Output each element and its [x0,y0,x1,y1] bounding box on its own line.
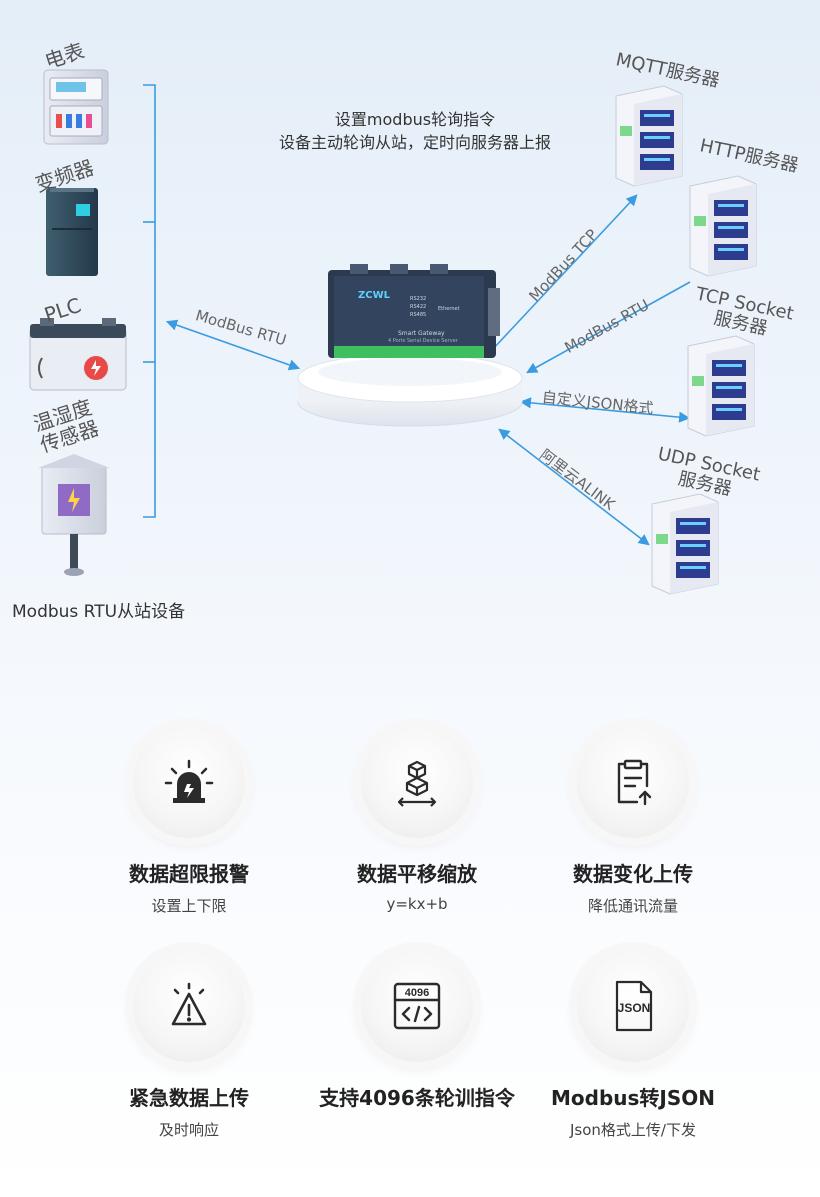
arrow-http [526,281,691,374]
polling-line-1: 设置modbus轮询指令 [334,110,496,129]
gateway-port-2: RS422 [410,304,427,310]
polling-line-2: 设备主动轮询从站，定时向服务器上报 [278,133,551,152]
gateway-port-3: RS485 [410,312,427,318]
code-4096-text: 4096 [405,987,429,999]
plc-icon [29,318,127,391]
gateway-port-1: RS232 [410,296,427,302]
feature-subtitle: y=kx+b [386,895,448,913]
gateway-port-out: Ethernet [438,306,460,312]
siren-alarm-icon [133,726,245,838]
feature-title: 数据超限报警 [129,862,249,886]
gateway-brand: ZCWL [358,290,390,301]
clipboard-upload-icon [577,726,689,838]
feature-subtitle: 及时响应 [158,1121,219,1139]
inverter-icon [46,188,98,276]
left-caption: Modbus RTU从站设备 [12,602,186,622]
feature-subtitle: Json格式上传/下发 [570,1121,696,1139]
json-icon-text: JSON [618,1001,651,1015]
feature-change-upload: 数据变化上传 降低通讯流量 [518,726,748,916]
feature-title: 数据变化上传 [573,862,693,886]
scale-box-icon [361,726,473,838]
arrow-mqtt [491,194,638,351]
meter-icon [43,69,109,145]
tcp-server-icon [687,335,755,437]
device-bracket [143,84,156,518]
feature-title: 支持4096条轮训指令 [319,1086,515,1110]
warning-triangle-icon [133,950,245,1062]
mqtt-server-icon [615,85,683,187]
feature-urgent-upload: 紧急数据上传 及时响应 [74,950,304,1140]
gateway-model: Smart Gateway [398,330,445,337]
feature-title: 数据平移缩放 [357,862,477,886]
arrow-left-link [165,319,301,371]
feature-title: 紧急数据上传 [129,1086,249,1110]
code-4096-icon: 4096 [361,950,473,1062]
sensor-icon [38,454,110,576]
feature-4096-commands: 4096 支持4096条轮训指令 [302,950,532,1119]
udp-server-icon [651,493,719,595]
arrow-tcp [519,397,691,423]
http-server-icon [689,175,757,277]
topology-diagram [29,69,691,576]
polling-description: 设置modbus轮询指令 设备主动轮询从站，定时向服务器上报 [240,108,590,154]
arrow-udp [498,428,650,546]
feature-modbus-json: JSON Modbus转JSON Json格式上传/下发 [518,950,748,1140]
feature-subtitle: 降低通讯流量 [587,897,678,915]
feature-scale-shift: 数据平移缩放 y=kx+b [302,726,532,913]
feature-overlimit-alarm: 数据超限报警 设置上下限 [74,726,304,916]
gateway-subtitle: 4 Ports Serial Device Server [388,338,458,344]
json-file-icon: JSON [577,950,689,1062]
gateway-device [297,264,523,427]
feature-title: Modbus转JSON [550,1086,715,1110]
feature-subtitle: 设置上下限 [151,897,227,915]
